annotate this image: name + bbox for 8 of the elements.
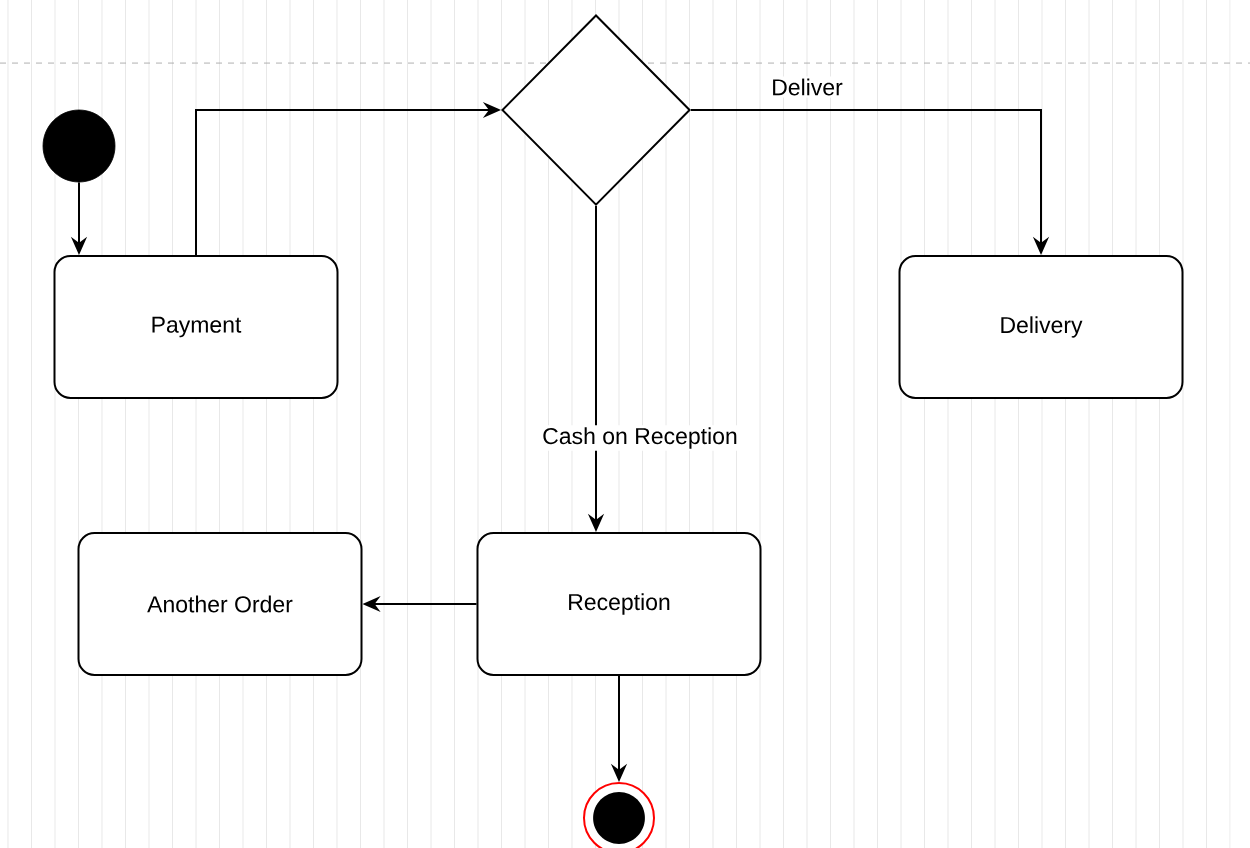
start-state-circle [42, 109, 116, 183]
state-box: Reception [476, 532, 762, 676]
edge-label: Cash on Reception [540, 425, 740, 451]
state-box: Payment [53, 255, 339, 399]
end-state-circle [583, 782, 655, 848]
state-box: Delivery [898, 255, 1184, 399]
state-box: Another Order [77, 532, 363, 676]
edge-label: Deliver [769, 76, 845, 98]
